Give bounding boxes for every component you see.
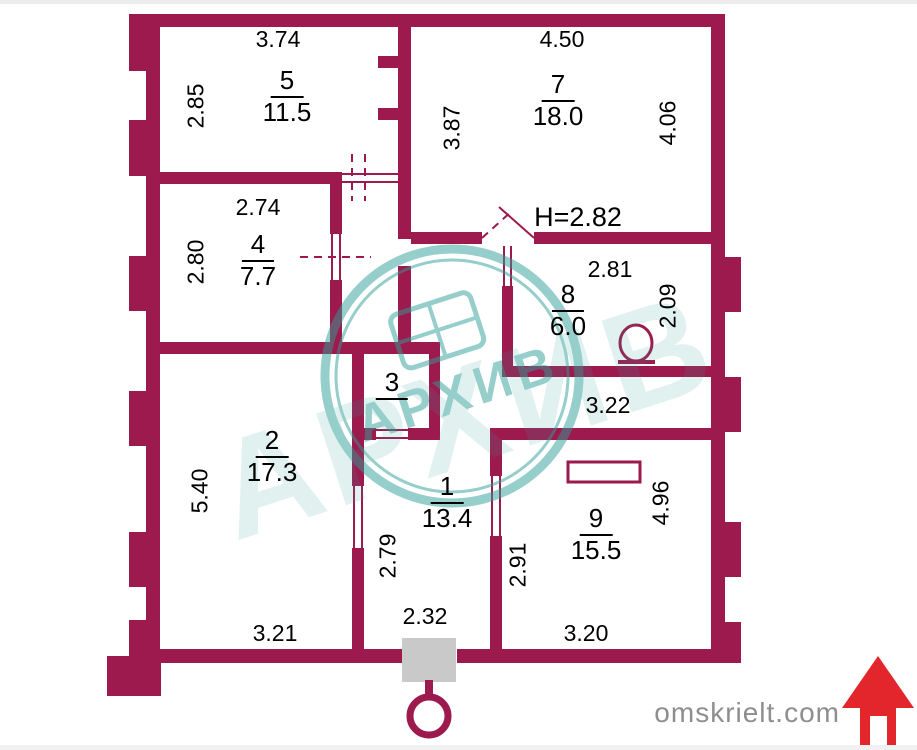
outer-walls [107, 14, 741, 696]
room-label-4: 4 7.7 [239, 229, 277, 292]
dimension-label: 3.74 [255, 26, 301, 52]
dimension-label: 2.09 [654, 283, 681, 329]
dimension-label: 2.81 [587, 256, 633, 282]
dimension-label: 2.85 [182, 83, 209, 129]
room-label-5: 5 11.5 [262, 65, 312, 128]
dimension-label: 2.32 [402, 603, 448, 629]
floorplan-drawing: АРХИВ АРХИВ [107, 14, 914, 745]
room-label-7: 7 18.0 [532, 69, 584, 132]
dimension-label: 4.96 [647, 480, 674, 526]
dimension-label: 2.80 [182, 239, 209, 285]
dimension-label: 3.21 [252, 620, 298, 646]
dimension-label: 3.20 [563, 620, 609, 646]
room-label-3: 3 [375, 367, 409, 401]
dimension-label: 2.74 [235, 194, 281, 220]
closet-rect [566, 460, 642, 484]
dimension-label: 2.91 [504, 542, 531, 588]
dimension-label: 4.06 [654, 100, 681, 146]
entrance-door-symbol [402, 638, 456, 739]
room-label-8: 8 6.0 [549, 279, 587, 342]
dimension-label: 5.40 [186, 468, 213, 514]
site-logo-icon [842, 656, 914, 745]
ceiling-height-label: H=2.82 [534, 202, 622, 232]
room-label-1: 1 13.4 [421, 471, 473, 534]
dimension-label: 4.50 [539, 26, 585, 52]
dimension-label: 2.79 [374, 533, 401, 579]
site-name-text: omskrielt.com [654, 697, 840, 728]
room-label-2: 2 17.3 [246, 425, 298, 488]
dimension-label: 3.87 [438, 105, 465, 151]
dimension-label: 3.22 [585, 392, 631, 418]
sink-icon [618, 323, 655, 364]
room-label-9: 9 15.5 [570, 503, 622, 566]
